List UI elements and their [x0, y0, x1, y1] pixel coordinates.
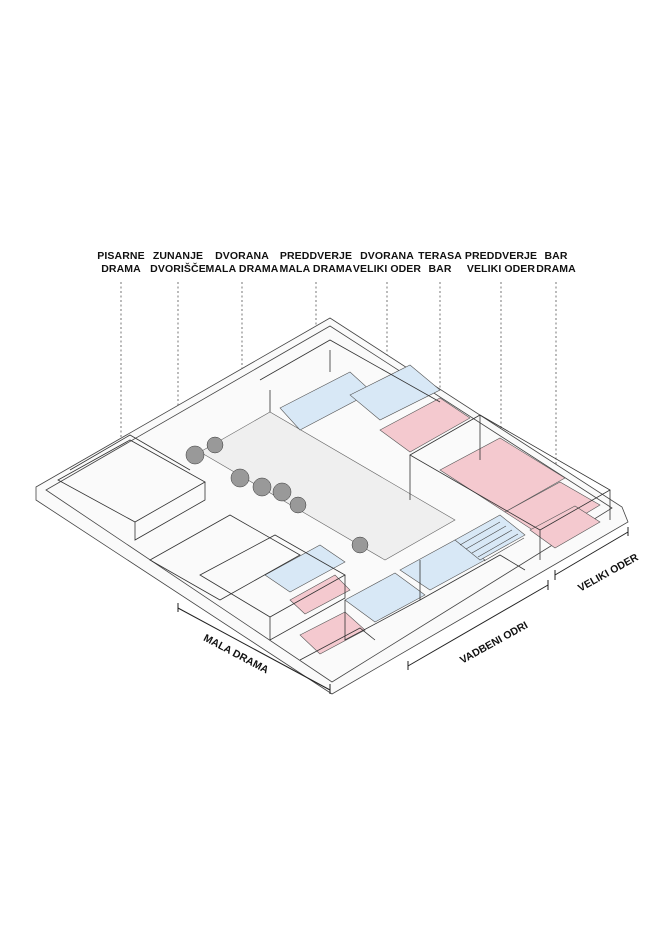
dimension-lines — [177, 527, 629, 694]
stair — [459, 521, 525, 562]
courtyard — [199, 411, 456, 561]
zones — [264, 364, 601, 655]
trees — [185, 436, 369, 554]
building-lines — [57, 339, 611, 661]
